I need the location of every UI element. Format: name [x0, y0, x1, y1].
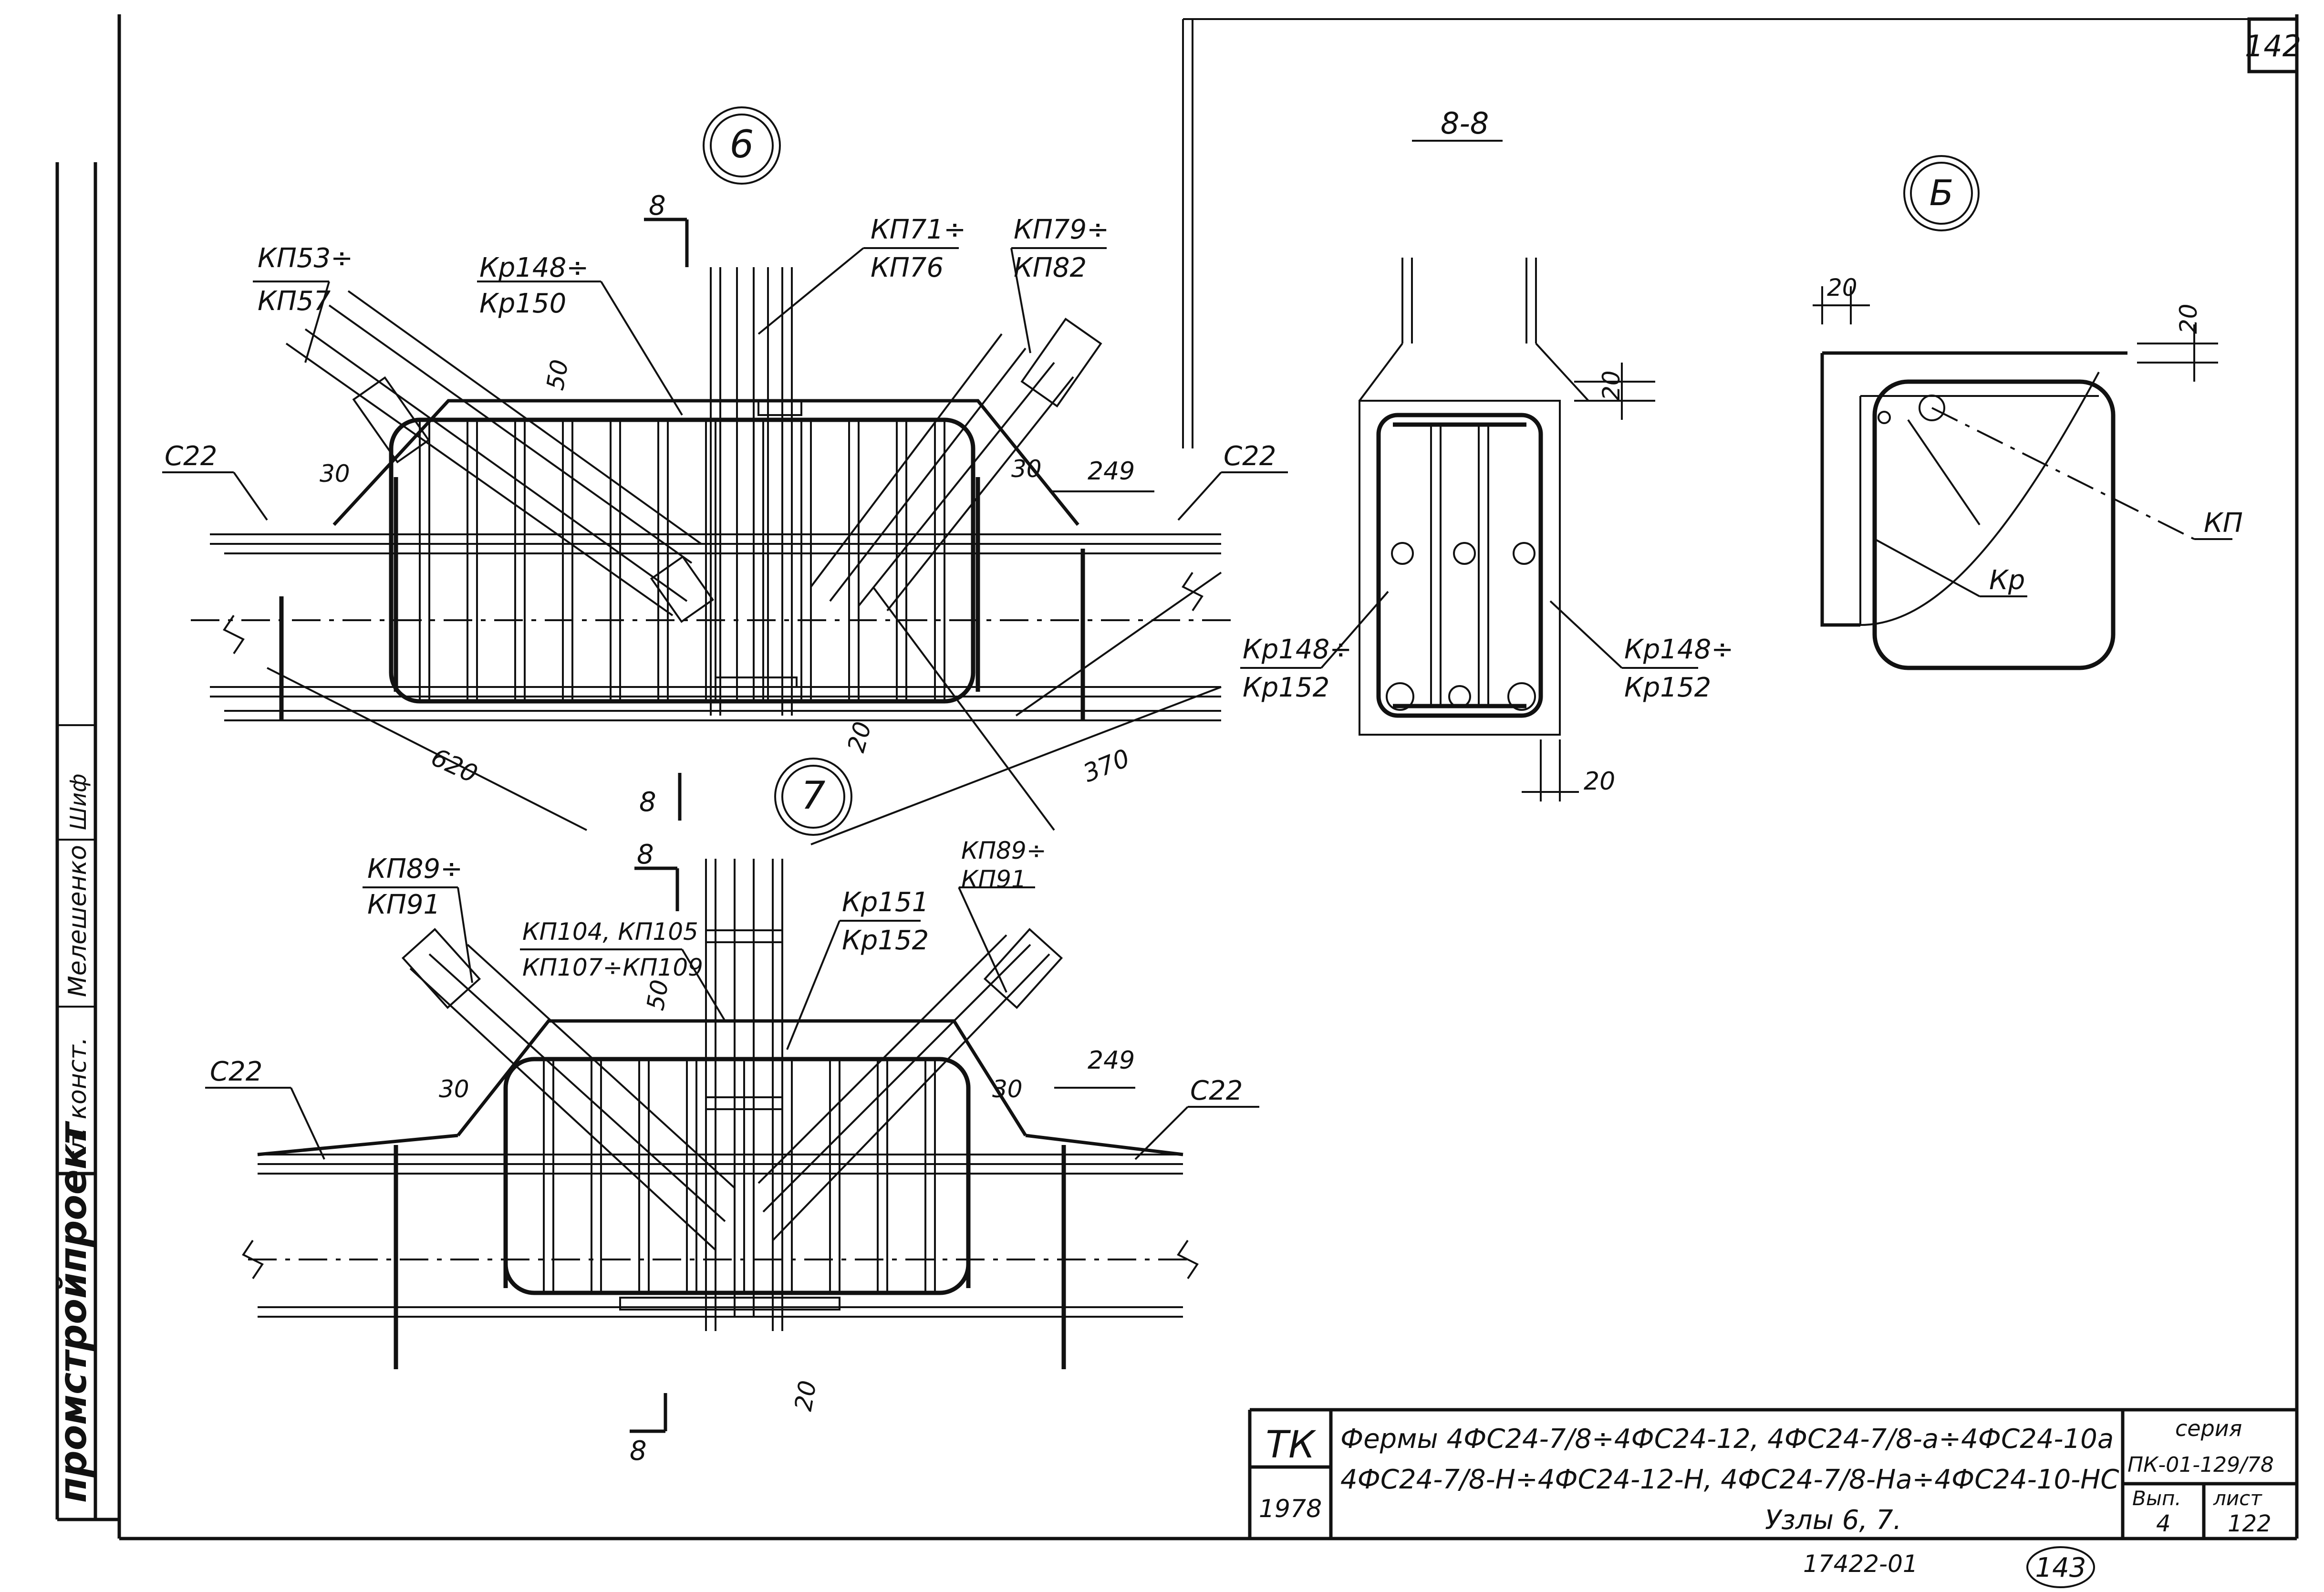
node6-label-c22-left: С22: [165, 441, 217, 472]
node7-label-kp89: КП89÷: [367, 853, 463, 884]
node7-section-bottom: 8: [630, 1436, 647, 1467]
title-block-series-value: ПК-01-129/78: [2127, 1453, 2274, 1477]
node6-label-c22-right: С22: [1224, 441, 1276, 472]
engineer-name: Мелешенко: [63, 845, 92, 997]
node7-label-kp107: КП107÷КП109: [522, 954, 703, 981]
node6-dim-30-left: 30: [320, 460, 350, 488]
node6-dim-50: 50: [541, 357, 574, 392]
org-name: промстройпроект: [52, 1121, 95, 1503]
section-label-right-1: Кр148÷: [1624, 634, 1733, 665]
section-8-8: 8-8 Кр148÷ К: [1240, 106, 1733, 801]
sheet-number-bottom: 143: [2035, 1552, 2086, 1583]
detail-b: Б 20 20 КП Кр: [1813, 155, 2243, 670]
title-block-issue-label: Вып.: [2132, 1487, 2181, 1510]
sheet-number-top: 142: [2245, 17, 2301, 73]
title-block-line1: Фермы 4ФС24-7/8÷4ФС24-12, 4ФС24-7/8-а÷4Ф…: [1340, 1424, 2114, 1455]
signature-mark: Шиф: [65, 774, 91, 830]
node7-label-kp91r: КП91: [961, 865, 1027, 893]
title-block-series-label: серия: [2175, 1415, 2242, 1441]
node7-label-c22-right: С22: [1190, 1075, 1243, 1106]
node6-label-kp71: КП71÷: [871, 214, 966, 245]
section-label-right-2: Кр152: [1624, 672, 1711, 703]
node7-dim-20: 20: [789, 1378, 822, 1413]
node6-section-top: 8: [649, 190, 666, 221]
node6-label-kr148: Кр148÷: [479, 252, 589, 283]
detail-b-label-kp: КП: [2204, 508, 2243, 539]
node6-dim-370: 370: [1079, 744, 1134, 788]
title-block: ТК 1978 Фермы 4ФС24-7/8÷4ФС24-12, 4ФС24-…: [1248, 1408, 2297, 1539]
sheet-frame: [117, 14, 2299, 1540]
node7-section-top: 8: [637, 839, 654, 870]
title-block-sheet-label: лист: [2213, 1487, 2262, 1510]
bottom-sheet-number-stamp: [2026, 1546, 2095, 1588]
title-block-code: ТК: [1266, 1424, 1317, 1467]
title-block-year: 1978: [1259, 1495, 1322, 1523]
node6-section-bottom: 8: [639, 787, 656, 818]
node6-label-kr150: Кр150: [479, 288, 566, 319]
detail-b-label-kr: Кр: [1989, 565, 2025, 596]
detail-b-dim-left: 20: [1827, 274, 1857, 302]
detail-b-id: Б: [1930, 173, 1954, 214]
node6-dim-620: 620: [427, 743, 482, 789]
node7-label-kp89r: КП89÷: [961, 837, 1047, 864]
node7-dim-30-left: 30: [439, 1075, 469, 1103]
stirrups-node7: [543, 1059, 936, 1293]
title-block-line2: 4ФС24-7/8-Н÷4ФС24-12-Н, 4ФС24-7/8-На÷4ФС…: [1340, 1464, 2119, 1495]
node6-label-kp82: КП82: [1014, 252, 1087, 283]
doc-number: 17422-01: [1803, 1550, 1918, 1578]
node7-label-kp104: КП104, КП105: [522, 918, 698, 946]
node-7-drawing: 7: [205, 758, 1259, 1467]
section-dim-top: 20: [1598, 370, 1625, 401]
title-block-sheet-value: 122: [2228, 1510, 2272, 1537]
node7-label-kr151: Кр151: [842, 887, 929, 918]
node6-dim-20: 20: [842, 719, 877, 755]
title-block-issue-value: 4: [2156, 1510, 2171, 1537]
node6-dim-30-right: 30: [1011, 455, 1042, 483]
node7-label-kr152: Кр152: [842, 925, 929, 956]
node6-label-kp76: КП76: [871, 252, 944, 283]
node7-dim-50: 50: [642, 978, 674, 1012]
node-6-id: 6: [730, 122, 754, 166]
stirrups-node6: [419, 420, 945, 701]
section-title: 8-8: [1441, 106, 1489, 141]
node-7-id: 7: [801, 773, 826, 818]
node7-dim-249: 249: [1088, 1046, 1135, 1075]
node7-label-kp91: КП91: [367, 889, 440, 920]
node6-label-kp57: КП57: [258, 286, 331, 317]
node6-label-kp53: КП53÷: [258, 243, 353, 274]
dept-name: гл. конст.: [63, 1037, 92, 1164]
node-6-drawing: 6: [162, 19, 1288, 845]
svg-text:142: 142: [2245, 29, 2301, 63]
section-dim-bottom: 20: [1584, 767, 1615, 796]
side-strip: промстройпроект гл. конст. Мелешенко Шиф: [52, 162, 119, 1521]
node7-dim-30-right: 30: [992, 1075, 1023, 1103]
section-label-left-2: Кр152: [1243, 672, 1329, 703]
section-label-left-1: Кр148÷: [1243, 634, 1352, 665]
detail-b-dim-right: 20: [2175, 303, 2202, 334]
node6-label-kp79: КП79÷: [1014, 214, 1109, 245]
node7-label-c22-left: С22: [210, 1056, 262, 1087]
node6-dim-249: 249: [1088, 457, 1135, 486]
title-block-subtitle: Узлы 6, 7.: [1765, 1505, 1901, 1536]
